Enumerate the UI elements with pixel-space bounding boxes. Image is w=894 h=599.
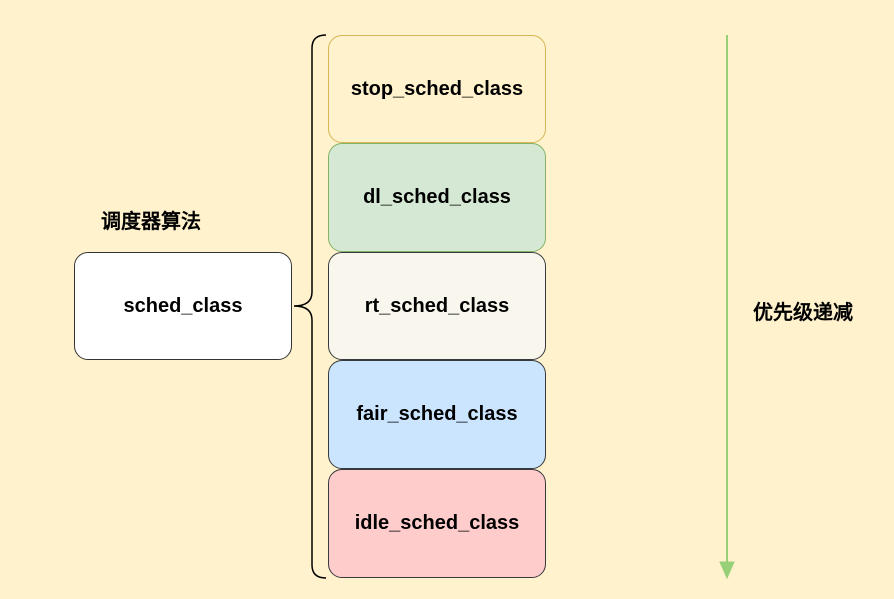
priority-arrow-head	[719, 561, 735, 580]
sched-class-node: sched_class	[74, 252, 292, 360]
left-brace	[293, 34, 327, 579]
idle-sched-class-label: idle_sched_class	[354, 512, 520, 534]
group-label: 调度器算法	[101, 209, 201, 233]
dl-sched-class-node: dl_sched_class	[328, 143, 546, 252]
fair-sched-class-node: fair_sched_class	[328, 360, 546, 469]
fair-sched-class-label: fair_sched_class	[356, 403, 518, 425]
stop-sched-class-node: stop_sched_class	[328, 35, 546, 143]
dl-sched-class-label: dl_sched_class	[363, 186, 511, 208]
rt-sched-class-label: rt_sched_class	[364, 294, 510, 317]
idle-sched-class-node: idle_sched_class	[328, 469, 546, 578]
stop-sched-class-label: stop_sched_class	[350, 77, 524, 100]
priority-label: 优先级递减	[753, 300, 853, 324]
rt-sched-class-node: rt_sched_class	[328, 252, 546, 360]
sched-class-node-label: sched_class	[123, 294, 243, 317]
